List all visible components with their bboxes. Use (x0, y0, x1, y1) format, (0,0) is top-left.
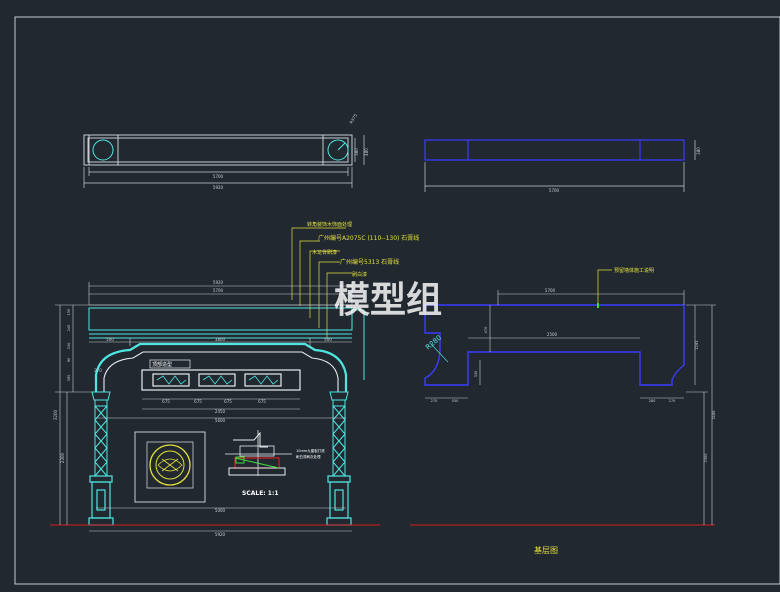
rs-dim-top: 5700 (545, 288, 556, 293)
el-dim-675c: 675 (224, 399, 232, 404)
detail-note-1: 10mm九厘板打底 (296, 448, 325, 453)
plan-dim-h2: 480 (364, 148, 369, 156)
plan-right-dim: 5700 (549, 188, 560, 193)
rs-dim-270b: 270 (669, 399, 676, 403)
plan-view-left: 5700 5920 380 480 R375 (83, 113, 369, 190)
el-dim-top2: 5700 (213, 288, 224, 293)
el-dim-left-low: 2300 (60, 452, 65, 463)
elevation-main: 顶部造型 (50, 304, 380, 526)
annotation-5: 刷白漆 (352, 271, 367, 278)
elevation-dimensions (55, 282, 353, 532)
plan-view-right: 5700 380 (424, 139, 701, 193)
el-dim-r500: 500 (324, 337, 332, 342)
annotation-right-note: 预留墙体施工说明 (614, 267, 654, 274)
plan-angle-label: R375 (349, 113, 359, 125)
el-dim-left-total: 3200 (53, 409, 58, 420)
detail-note-2: 刷白漆刷灰处理 (296, 454, 321, 459)
rs-dim-550: 550 (452, 399, 459, 403)
el-dim-v90: 90 (67, 358, 71, 362)
el-dim-l500: 500 (106, 337, 114, 342)
rs-dim-270: 270 (431, 399, 438, 403)
plan-dim-h1: 380 (354, 148, 359, 156)
el-dim-675d: 675 (258, 399, 266, 404)
plan-dim-outer: 5920 (213, 185, 224, 190)
annotation-leaders (291, 227, 612, 339)
el-dim-5000: 5000 (215, 508, 226, 513)
el-dim-2450: 2450 (215, 409, 226, 414)
el-dim-5600: 5600 (215, 418, 226, 423)
el-dim-top1: 5920 (213, 280, 224, 285)
annotation-3: 木龙骨刷漆 (312, 249, 337, 256)
plan-dim-inner: 5700 (213, 174, 224, 179)
rs-dim-280: 280 (649, 399, 656, 403)
rs-dim-1193: 1193 (695, 341, 699, 350)
el-dim-675a: 675 (162, 399, 170, 404)
watermark: 模型组 (334, 280, 442, 321)
annotation-4: 广州编号5313 石膏线 (340, 258, 399, 266)
plan-right-h: 380 (696, 147, 701, 155)
el-dim-v330: 330 (67, 343, 71, 350)
el-dim-v240: 240 (67, 325, 71, 332)
rs-dim-470: 470 (484, 327, 488, 334)
panel-label: 顶部造型 (152, 361, 172, 368)
base-frame-section (410, 290, 716, 526)
scale-label: SCALE: 1:1 (242, 490, 279, 497)
el-dim-675b: 675 (194, 399, 202, 404)
annotation-1: 转角装饰木饰面处理 (307, 221, 352, 228)
annotation-2: 广州编号A2075C (110--130) 石膏线 (318, 234, 419, 242)
el-dim-mid: 3800 (215, 337, 226, 342)
el-dim-270: 270 (94, 368, 102, 373)
drawing-frame (14, 16, 780, 585)
el-dim-5920b: 5920 (215, 532, 226, 537)
rs-dim-330: 330 (474, 371, 478, 378)
el-dim-v395: 395 (67, 375, 71, 382)
rs-dim-2500: 2500 (547, 332, 558, 337)
bottom-title: 基层图 (534, 545, 558, 555)
rs-dim-2300: 2300 (704, 454, 708, 463)
rs-dim-3188: 3188 (712, 411, 716, 420)
el-dim-v150: 150 (67, 309, 71, 316)
